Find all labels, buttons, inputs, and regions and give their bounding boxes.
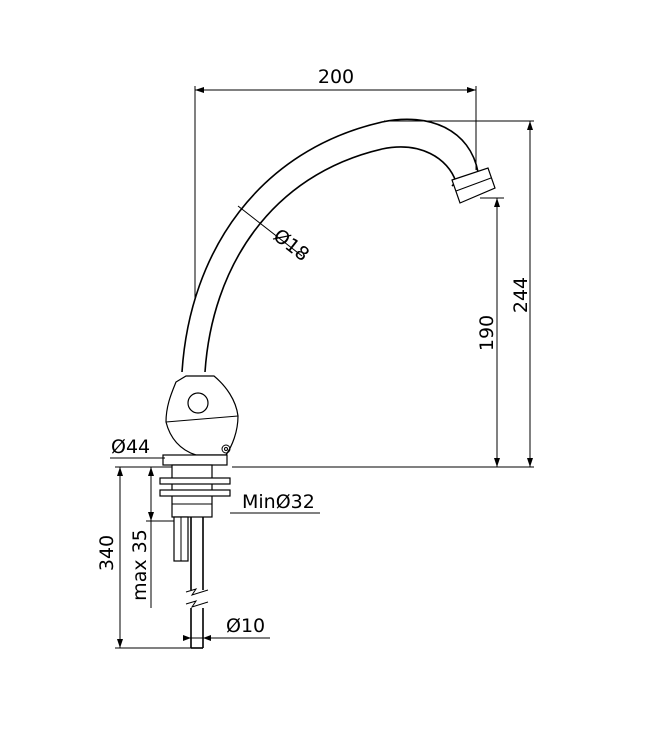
dim-tail-diameter-label: Ø10 [226, 615, 265, 637]
faucet-body [162, 375, 239, 466]
dim-reach: 200 [194, 66, 477, 300]
dim-reach-label: 200 [318, 66, 354, 88]
dim-base-diameter-label: Ø44 [111, 436, 150, 458]
dim-deck-thickness: max 35 [129, 466, 174, 608]
dim-hole-diameter-label: MinØ32 [242, 491, 315, 513]
mounting-hardware [159, 464, 231, 649]
dim-pipe-diameter: Ø18 [237, 205, 313, 266]
handle-cap [187, 392, 209, 414]
dim-pipe-length-label: 340 [96, 535, 118, 571]
nut-upper [159, 477, 231, 485]
dim-spout-height-label: 190 [476, 315, 498, 351]
dim-total-height-label: 244 [510, 277, 532, 313]
dim-pipe-length: 340 [96, 466, 191, 649]
dim-deck-thickness-label: max 35 [129, 529, 151, 601]
dim-spout-height: 190 [476, 197, 504, 467]
dim-pipe-diameter-label: Ø18 [269, 225, 313, 266]
spout [181, 118, 496, 373]
dim-tail-diameter: Ø10 [183, 615, 270, 641]
lever-pin [221, 444, 231, 454]
dim-hole-diameter: MinØ32 [230, 491, 320, 514]
dim-base-diameter: Ø44 [110, 436, 165, 459]
aerator-nozzle [451, 167, 496, 204]
base-flange [162, 454, 228, 466]
nut-lower [159, 489, 231, 497]
dim-total-height: 244 [232, 120, 534, 468]
